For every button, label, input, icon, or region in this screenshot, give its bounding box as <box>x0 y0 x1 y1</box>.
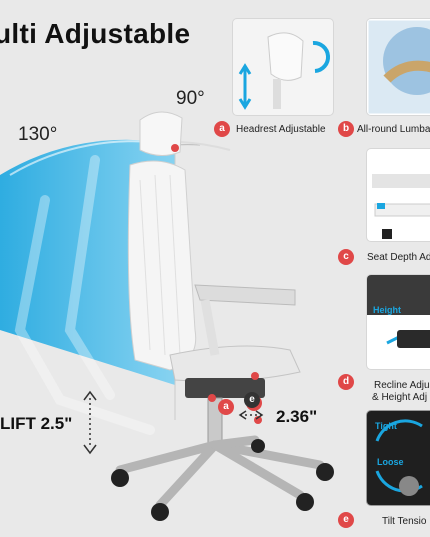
loose-label: Loose <box>377 457 404 467</box>
lift-dimension-label: LIFT 2.5" <box>0 414 73 433</box>
tight-label: Tight <box>375 421 397 431</box>
tilt-tension-detail-icon <box>375 419 423 496</box>
upright-angle-label: 90° <box>176 88 205 109</box>
panel-lumbar <box>366 18 430 116</box>
feature-caption-d-line2: & Height Adj <box>372 392 428 403</box>
feature-caption-b: All-round Lumba <box>357 124 430 135</box>
recline-height-detail-icon <box>367 275 430 348</box>
feature-caption-d-line1: Recline Adjus <box>374 380 430 391</box>
feature-badge-e: e <box>338 512 354 528</box>
feature-caption-a: Headrest Adjustable <box>236 124 326 135</box>
headrest-detail-icon <box>238 32 331 110</box>
feature-badge-a: a <box>214 121 230 137</box>
feature-caption-d: Recline Adjus & Height Adj <box>372 380 430 404</box>
height-label: Height <box>373 305 401 315</box>
chair-marker-e: e <box>244 392 260 408</box>
panel-recline-height: Height <box>366 274 430 370</box>
feature-caption-c: Seat Depth Adj <box>367 252 430 263</box>
chair-marker-a: a <box>218 399 234 415</box>
lumbar-detail-icon <box>367 19 430 115</box>
panel-headrest <box>232 18 334 116</box>
feature-badge-b: b <box>338 121 354 137</box>
feature-badge-c: c <box>338 249 354 265</box>
panel-tilt-tension: Tight Loose <box>366 410 430 506</box>
panel-seat-depth <box>366 148 430 242</box>
seat-depth-detail-icon <box>372 174 430 239</box>
feature-badge-d: d <box>338 374 354 390</box>
page-title: ulti Adjustable <box>0 18 191 49</box>
recline-angle-label: 130° <box>18 124 58 145</box>
feature-caption-e: Tilt Tensio <box>382 516 427 527</box>
armrest-slide-label: 2.36" <box>276 407 318 426</box>
